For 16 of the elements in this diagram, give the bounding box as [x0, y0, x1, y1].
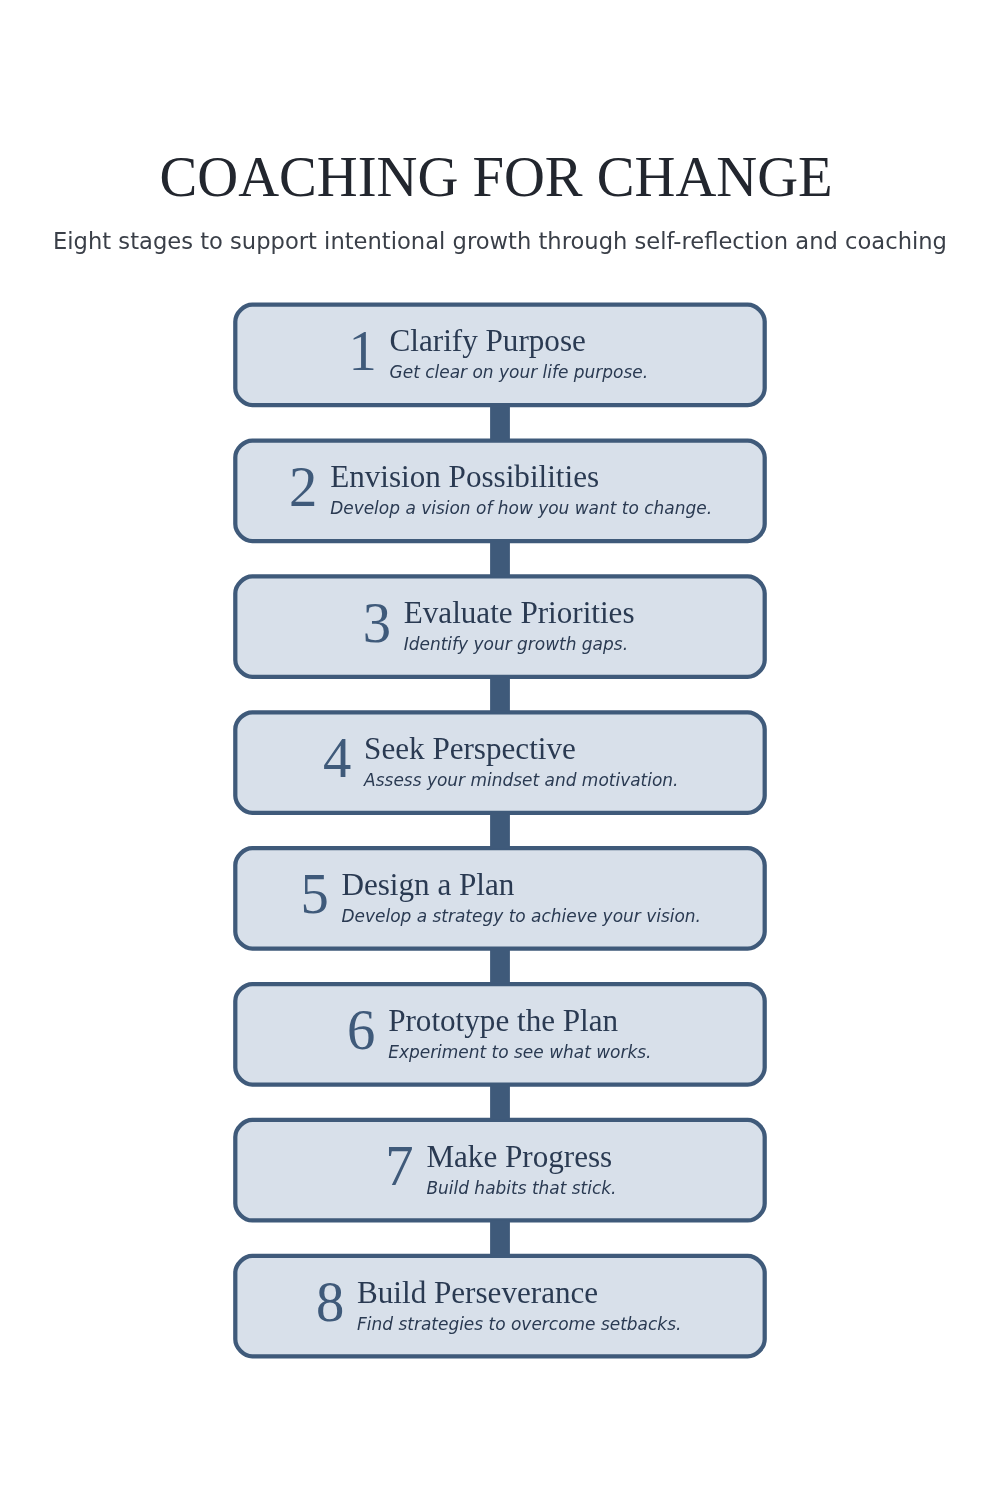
node-box: 5 Design a Plan Develop a strategy to achieve your vision. — [233, 845, 767, 951]
connector — [490, 948, 510, 984]
diagram-title: COACHING FOR CHANGE — [159, 145, 833, 208]
node-box: 8 Build Perseverance Find strategies to overcome setbacks. — [233, 1253, 767, 1358]
node-box: 3 Evaluate Priorities Identify your growth gaps. — [233, 573, 767, 679]
node-box: 6 Prototype the Plan Experiment to see what works. — [233, 981, 767, 1087]
label: Eight stages to support intentional growth through self-reflection and coaching — [53, 227, 947, 254]
node-box: 4 Seek Perspective Assess your mindset and motivation. — [233, 709, 767, 815]
node-box: 1 Clarify Purpose Get clear on your life purpose. — [233, 302, 767, 407]
connector — [490, 404, 510, 440]
connector — [490, 1084, 510, 1120]
connector — [490, 676, 510, 712]
connector — [490, 1220, 510, 1256]
connector — [490, 540, 510, 576]
connector — [490, 812, 510, 848]
node-box: 2 Envision Possibilities Develop a vision of how you want to change. — [233, 437, 767, 543]
